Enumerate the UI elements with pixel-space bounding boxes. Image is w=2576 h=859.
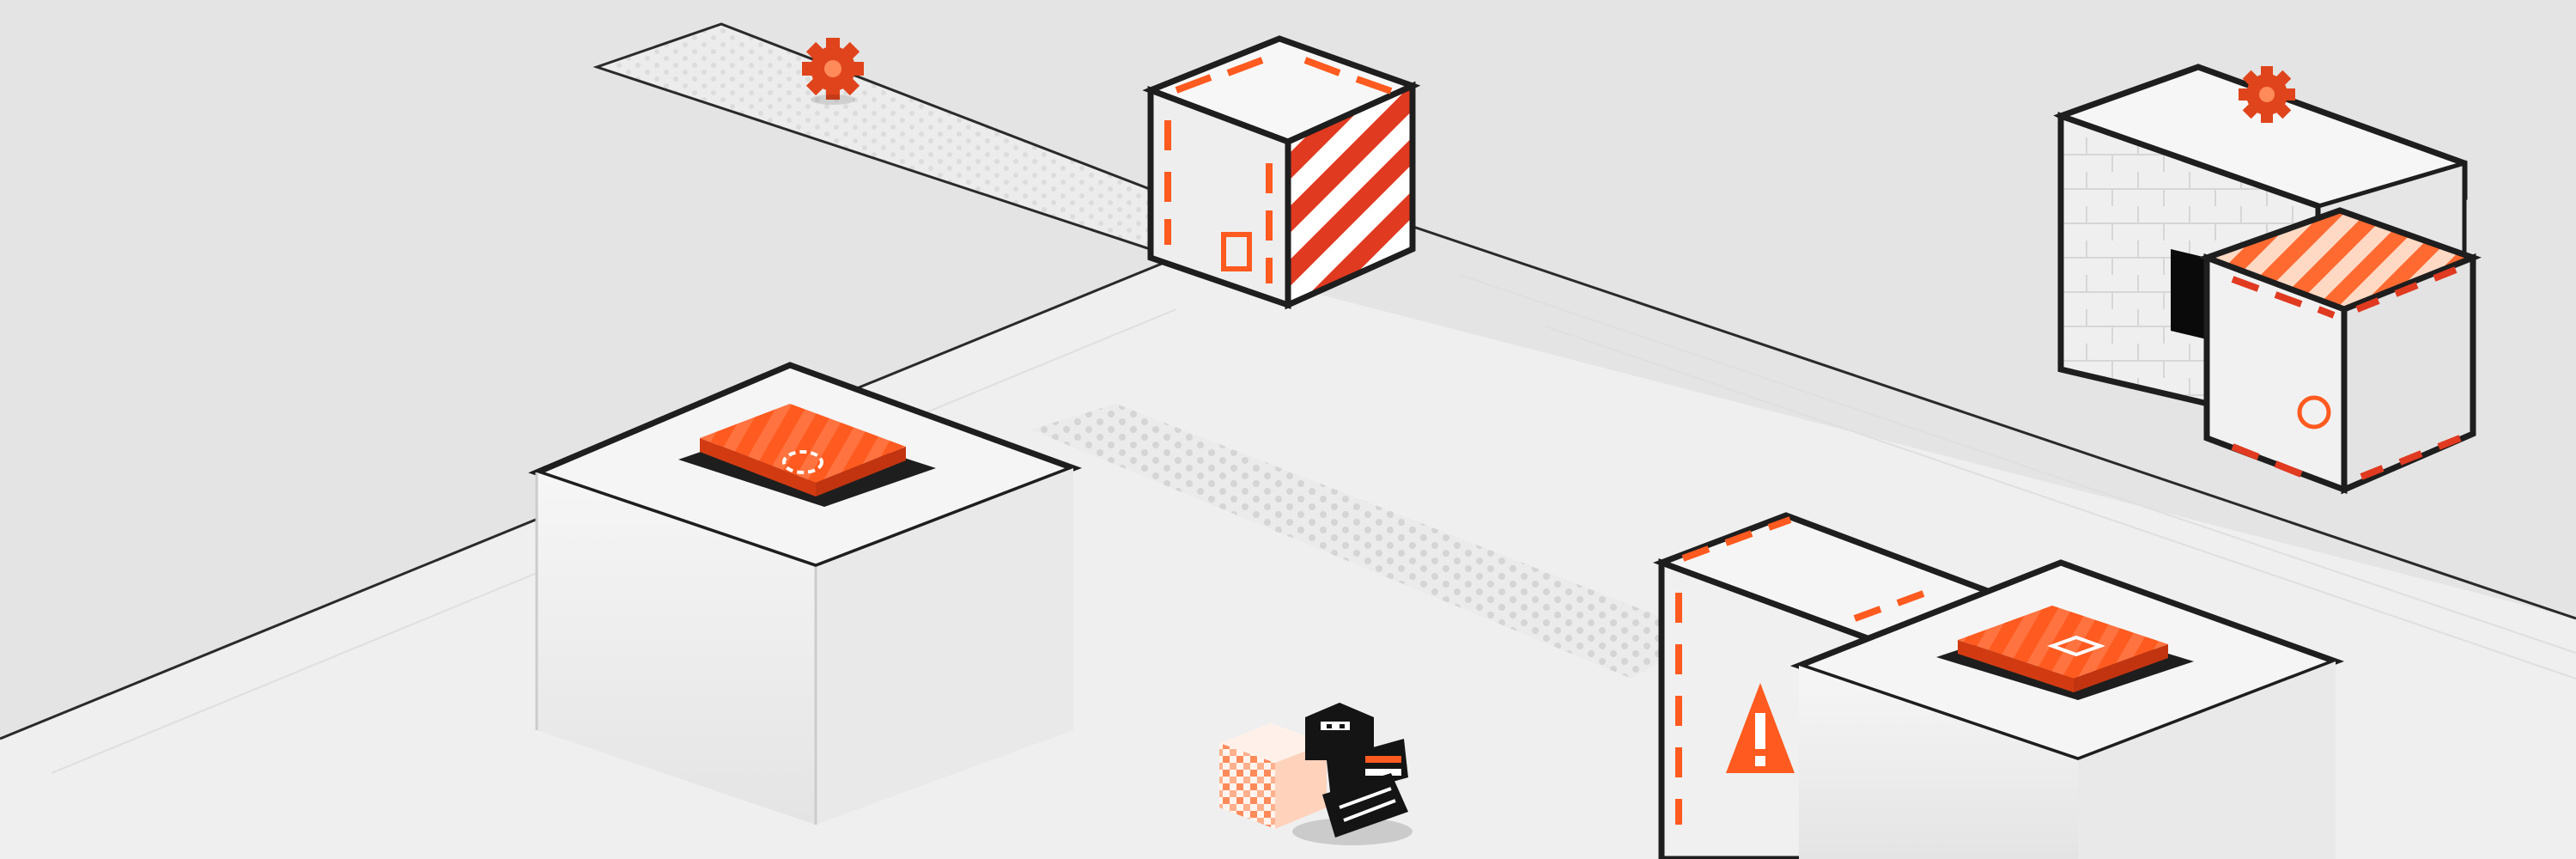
- gear-icon[interactable]: [802, 38, 864, 105]
- warning-icon: [1726, 683, 1795, 773]
- circle-symbol: [782, 450, 823, 474]
- hazard-crate-striped: [1142, 35, 1421, 310]
- square-symbol: [2047, 635, 2105, 657]
- hazard-crate-dashed-right: [2197, 207, 2482, 495]
- pressure-pad-square[interactable]: [1936, 606, 2194, 700]
- gear-icon[interactable]: [2239, 66, 2295, 123]
- pressure-pad-circle[interactable]: [678, 404, 936, 507]
- circle-symbol: [2297, 395, 2331, 430]
- door-opening: [2171, 249, 2207, 339]
- ninja-eyes: [1321, 722, 1350, 730]
- square-symbol: [1221, 232, 1252, 271]
- player-ninja[interactable]: [1292, 703, 1413, 845]
- floor-edge-right: [1407, 223, 2576, 620]
- dotted-floor-patch: [1030, 404, 1709, 679]
- pushable-crate[interactable]: [1219, 723, 1327, 829]
- pedestal-left: [528, 362, 1083, 825]
